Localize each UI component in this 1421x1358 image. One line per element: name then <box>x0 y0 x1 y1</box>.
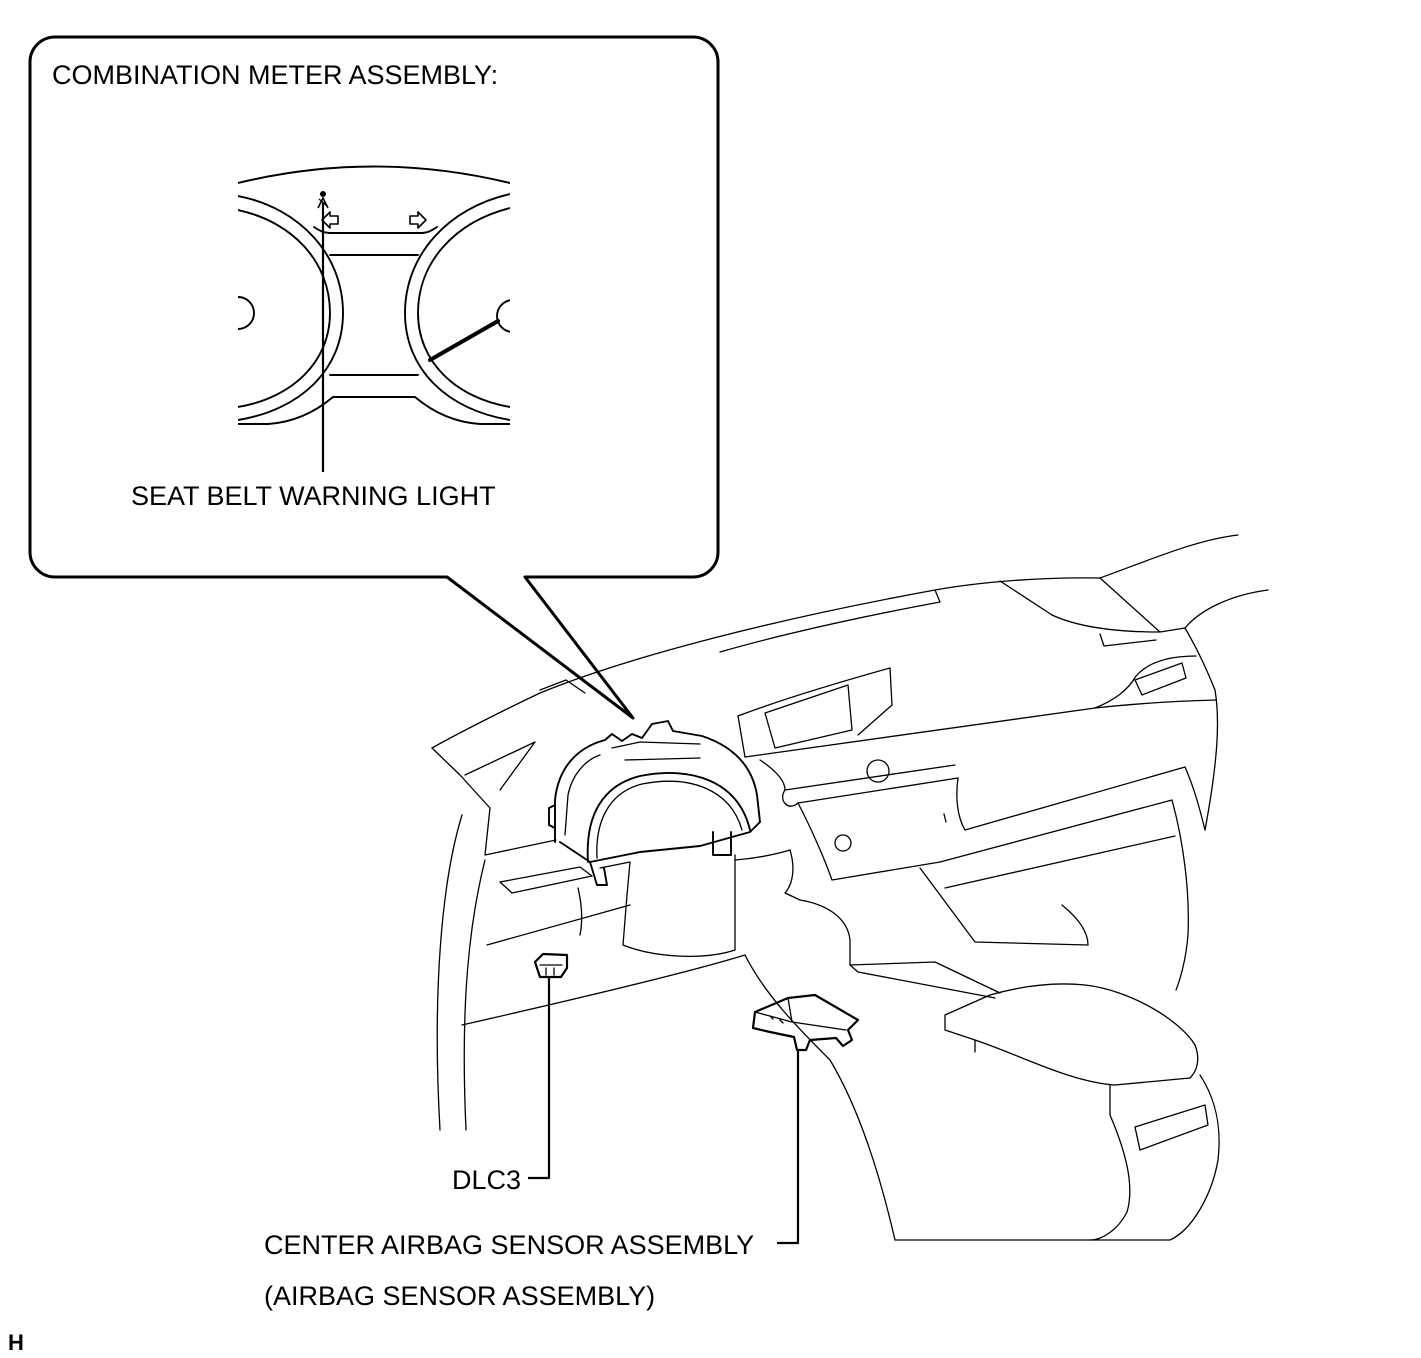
gauge-needle <box>428 319 500 362</box>
console-base-trim <box>849 961 1001 994</box>
turn-signal-left-icon <box>321 211 339 229</box>
right-gauge-bezel-outer <box>404 193 510 421</box>
meter-center-frame <box>313 226 438 234</box>
left-gauge-bezel-outer <box>238 195 344 421</box>
left-gauge-hub <box>238 296 255 330</box>
right-dash-end <box>1184 627 1219 831</box>
meter-housing <box>554 720 761 843</box>
console-base-trim-lower <box>849 964 996 999</box>
armrest-bottom <box>974 1039 1191 1086</box>
airbag-sensor-label: CENTER AIRBAG SENSOR ASSEMBLY <box>264 1230 754 1260</box>
console-tunnel-corner <box>1061 904 1089 946</box>
left-upper-vent <box>539 679 586 694</box>
seat-belt-warning-label: SEAT BELT WARNING LIGHT <box>131 481 496 511</box>
dashboard-illustration <box>431 534 1269 1241</box>
figure-marker: H <box>8 1330 24 1355</box>
right-vent-surround <box>1094 655 1197 709</box>
glovebox-mark <box>943 813 947 823</box>
meter-inner-side <box>564 754 601 836</box>
armrest-front <box>944 994 991 1053</box>
airbag-sensor-alt-label: (AIRBAG SENSOR ASSEMBLY) <box>264 1281 655 1311</box>
meter-side-notch <box>548 804 556 829</box>
center-knob <box>866 759 890 783</box>
meter-top-edge <box>238 165 510 184</box>
airbag-sensor-leader-line <box>777 1050 800 1245</box>
right-air-vent <box>1134 662 1187 696</box>
defroster-edge <box>719 589 941 653</box>
rear-console-vent <box>1134 1104 1209 1151</box>
meter-top-detail-lower <box>624 757 701 761</box>
steering-column-recess <box>622 854 736 957</box>
glovebox-corner <box>1184 766 1206 831</box>
dlc3-leader-line <box>528 977 551 1180</box>
right-dash-diagonal <box>1099 577 1161 633</box>
glovebox-top <box>956 766 1186 831</box>
right-defroster-vent <box>1099 633 1157 647</box>
console-front-upper <box>734 849 791 861</box>
meter-bottom-tab <box>712 831 732 856</box>
rear-console-body <box>1089 1074 1220 1241</box>
windshield-base <box>1099 534 1239 579</box>
armrest-top <box>989 983 1199 1079</box>
right-dash-top-step <box>999 580 1186 633</box>
left-inner-sweep <box>463 859 486 1131</box>
center-vent-end <box>782 789 799 807</box>
dash-top-edge <box>431 577 1101 749</box>
left-outer-sweep <box>436 814 463 1131</box>
airbag-sensor-edges <box>754 997 847 1031</box>
center-vent-bottom <box>797 777 959 804</box>
glovebox-lower-trim <box>944 835 1176 889</box>
center-stack-button <box>834 834 852 852</box>
glovebox-side <box>1171 799 1189 991</box>
left-lower-vent <box>499 866 593 894</box>
meter-bottom-edge <box>238 396 510 425</box>
cluster-right-trim <box>759 759 786 791</box>
right-gauge-hub <box>496 299 510 333</box>
center-airbag-sensor <box>751 993 860 1052</box>
center-display-side <box>737 715 746 758</box>
seat-belt-icon-head <box>320 191 326 197</box>
callout-title: COMBINATION METER ASSEMBLY: <box>52 60 498 90</box>
dlc3-detail <box>539 964 563 976</box>
console-tunnel-edge <box>919 867 1089 946</box>
right-dash-trim <box>1094 699 1217 709</box>
floor-curve <box>744 954 1091 1241</box>
a-pillar-trim <box>1184 589 1269 629</box>
center-display-screen <box>764 684 853 749</box>
steering-column-top <box>599 861 631 896</box>
glovebox-bottom <box>939 799 1173 863</box>
center-stack-panel <box>797 802 941 881</box>
meter-bottom <box>559 831 751 863</box>
left-dash-lower <box>484 807 557 856</box>
callout: COMBINATION METER ASSEMBLY: SEAT BELT WA… <box>28 35 720 720</box>
meter-bracket <box>589 861 608 886</box>
meter-top-detail <box>611 741 701 749</box>
meter-face-inner <box>596 780 743 859</box>
dlc3-connector <box>533 952 569 979</box>
left-side-vent <box>464 741 536 791</box>
knee-panel-line <box>486 904 631 946</box>
turn-signal-right-icon <box>409 211 427 229</box>
left-dash-end <box>431 747 491 809</box>
knee-panel-seam <box>577 887 583 936</box>
center-vent-top <box>784 764 956 791</box>
meter-face-outer <box>586 772 751 863</box>
combination-meter-assembly <box>548 720 761 886</box>
center-display-housing <box>737 667 893 736</box>
dlc3-body <box>533 952 569 979</box>
console-front-side <box>784 849 851 966</box>
airbag-sensor-body <box>751 993 860 1052</box>
right-gauge-bezel-inner <box>417 207 510 408</box>
callout-frame <box>28 35 720 720</box>
lower-dash-bottom <box>461 954 746 1026</box>
dash-mid-trim <box>744 707 1096 758</box>
combination-meter-detail <box>238 165 510 425</box>
left-gauge-bezel-inner <box>238 209 331 408</box>
dlc3-label: DLC3 <box>452 1165 521 1195</box>
